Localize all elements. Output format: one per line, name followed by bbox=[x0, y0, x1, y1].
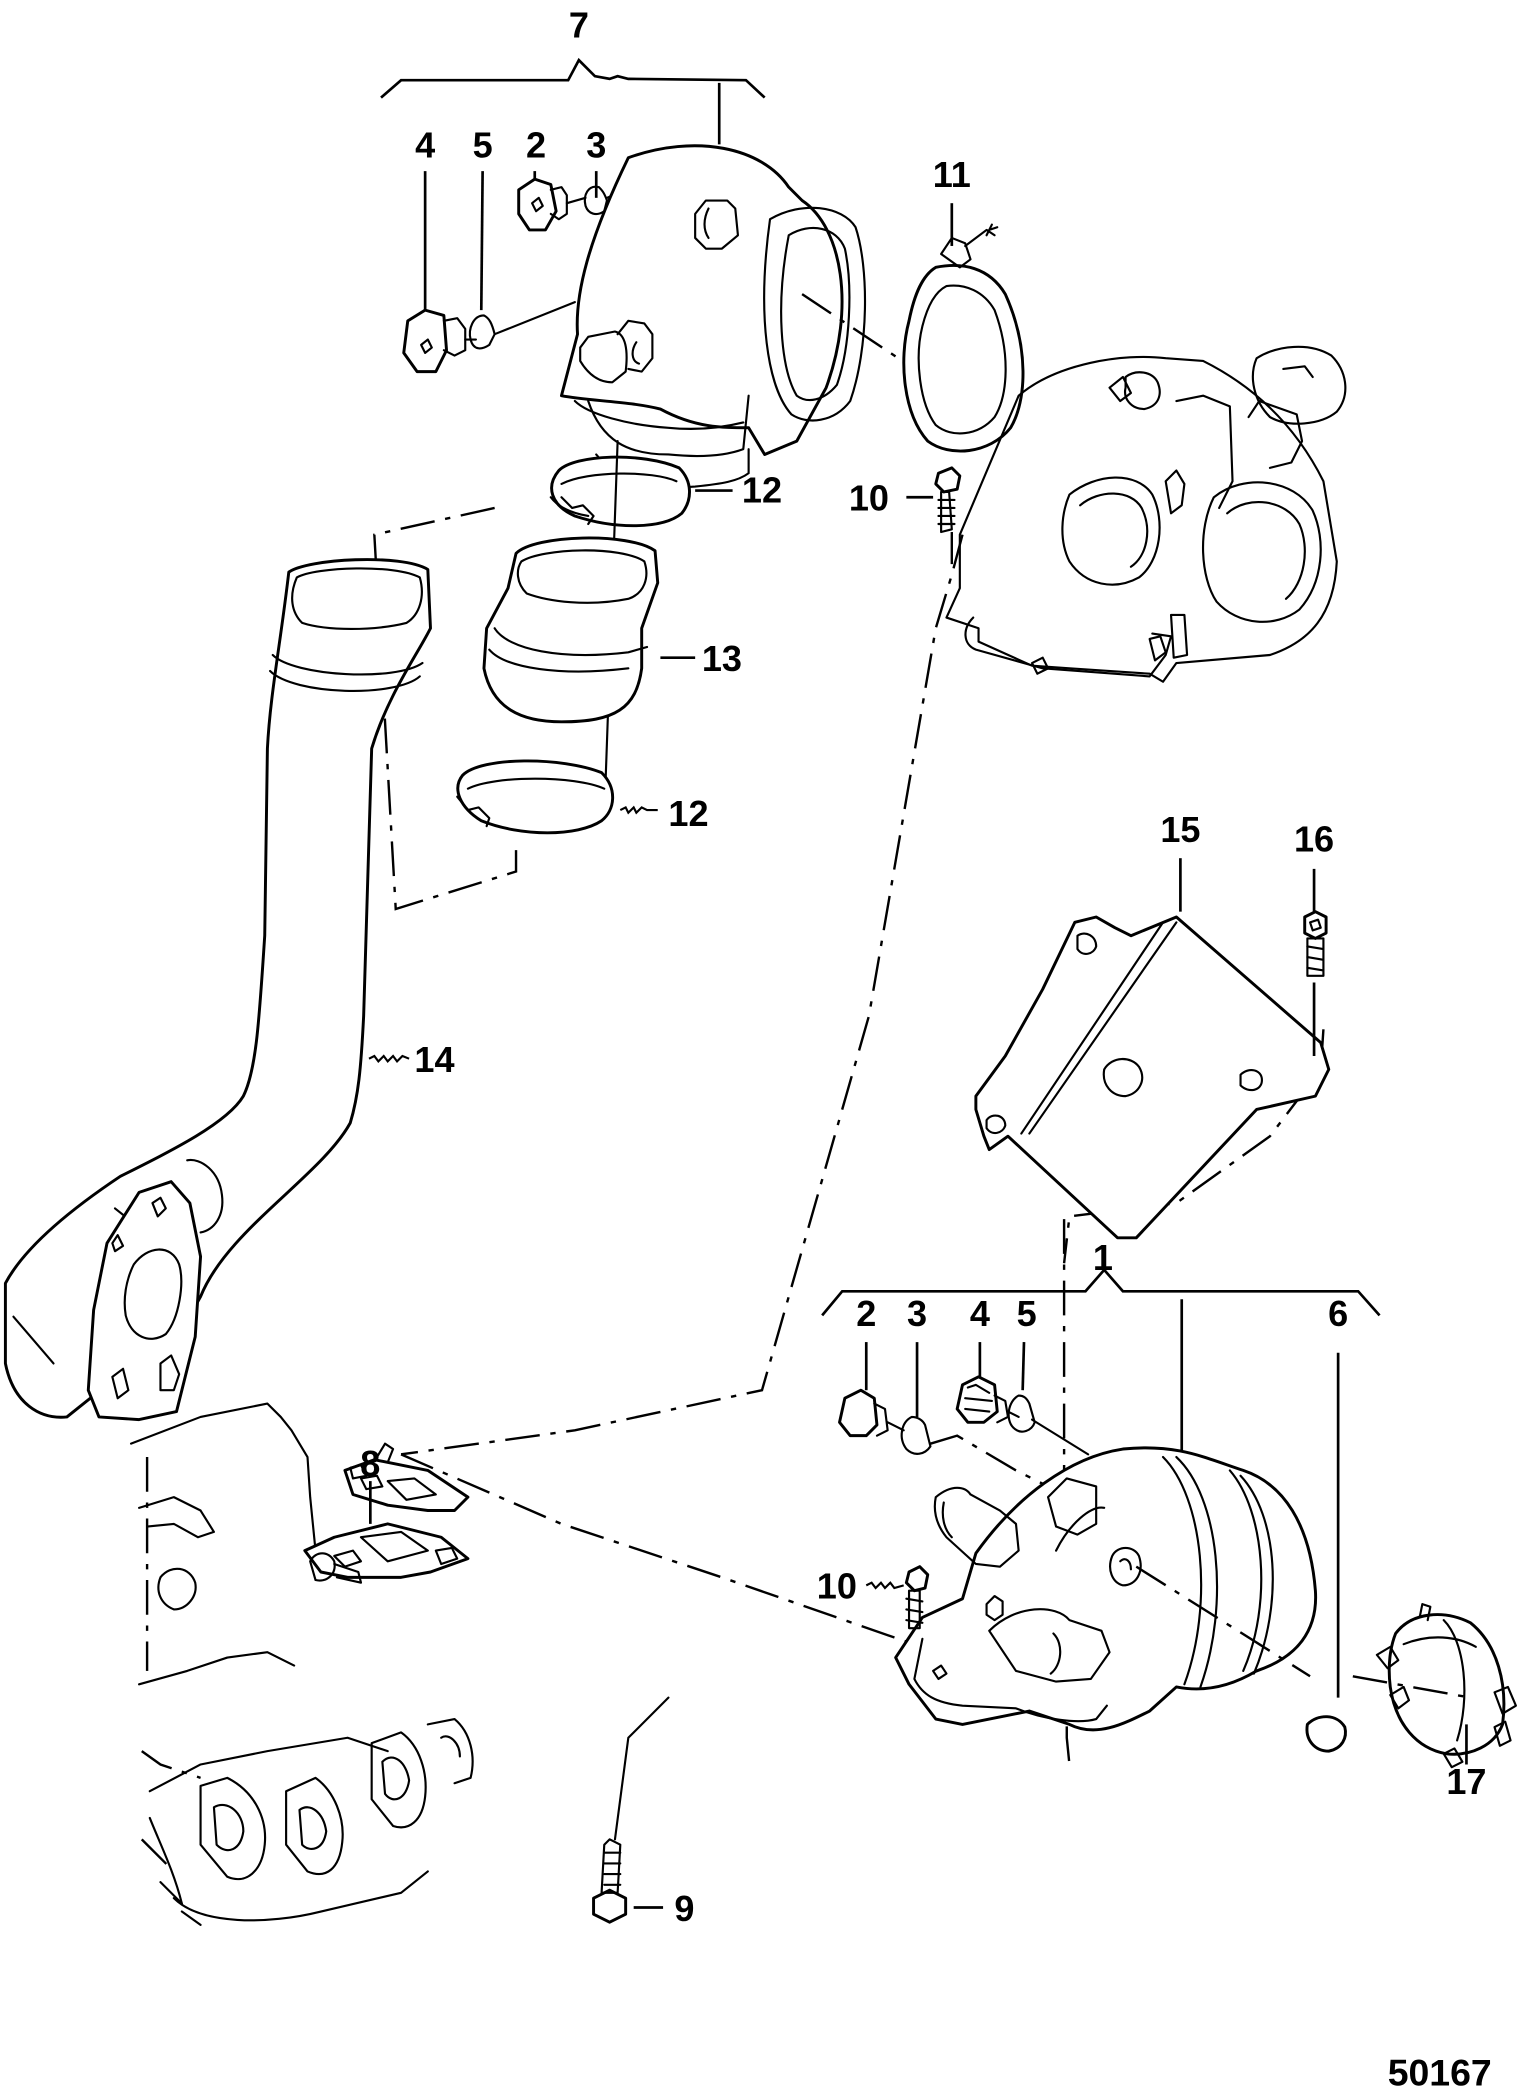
o-ring-upper-5 bbox=[468, 301, 576, 350]
figure-number: 50167 bbox=[1388, 2051, 1492, 2093]
callout-15: 15 bbox=[1160, 809, 1200, 850]
hose-coupler-13 bbox=[482, 536, 660, 724]
callout-9: 9 bbox=[674, 1888, 694, 1929]
v-band-clamp-17 bbox=[1352, 1603, 1517, 1769]
bolt-16 bbox=[1303, 910, 1328, 977]
callout-10-upper: 10 bbox=[849, 478, 889, 519]
callout-1-3: 3 bbox=[907, 1293, 927, 1334]
callout-7-5: 5 bbox=[473, 125, 493, 166]
callout-7: 7 bbox=[569, 4, 589, 45]
hose-clamp-lower-12 bbox=[456, 759, 615, 835]
callout-1-5: 5 bbox=[1017, 1293, 1037, 1334]
callout-8: 8 bbox=[360, 1443, 380, 1484]
exhaust-pipe-14 bbox=[3, 558, 432, 1422]
turbocharger bbox=[945, 345, 1347, 683]
bolt-9 bbox=[592, 1838, 628, 1924]
callout-7-4: 4 bbox=[415, 125, 435, 166]
callout-12-upper: 12 bbox=[742, 470, 782, 511]
callout-11: 11 bbox=[933, 154, 971, 195]
plug-lower-2 bbox=[838, 1388, 905, 1438]
callout-1-2: 2 bbox=[856, 1293, 876, 1334]
bolt-lower-10 bbox=[904, 1565, 930, 1630]
plug-upper-4 bbox=[402, 308, 478, 374]
callout-13: 13 bbox=[702, 638, 742, 679]
callout-16: 16 bbox=[1294, 819, 1334, 860]
callout-7-3: 3 bbox=[586, 125, 606, 166]
callout-1-4: 4 bbox=[970, 1293, 990, 1334]
callout-7-2: 2 bbox=[526, 125, 546, 166]
hose-clamp-upper-12 bbox=[549, 455, 691, 528]
callout-14: 14 bbox=[414, 1039, 454, 1080]
o-ring-lower-5 bbox=[1007, 1394, 1090, 1456]
elbow-7 bbox=[560, 144, 964, 489]
callout-1: 1 bbox=[1093, 1237, 1113, 1278]
plug-lower-4 bbox=[955, 1375, 1020, 1424]
exhaust-manifold bbox=[129, 1402, 474, 1926]
bolt-upper-10 bbox=[934, 466, 962, 534]
plug-6 bbox=[1305, 1715, 1347, 1753]
plug-upper-2 bbox=[517, 177, 587, 232]
assembly-1-bracket bbox=[821, 1219, 1381, 1498]
elbow-1 bbox=[894, 1446, 1318, 1732]
v-band-clamp-11 bbox=[902, 223, 1025, 453]
callout-17: 17 bbox=[1446, 1761, 1486, 1802]
callout-12-lower: 12 bbox=[668, 793, 708, 834]
callout-1-6: 6 bbox=[1328, 1293, 1348, 1334]
heat-shield-bracket-15 bbox=[974, 915, 1331, 1240]
callout-10-lower: 10 bbox=[817, 1566, 857, 1607]
assembly-7-bracket bbox=[380, 57, 766, 145]
